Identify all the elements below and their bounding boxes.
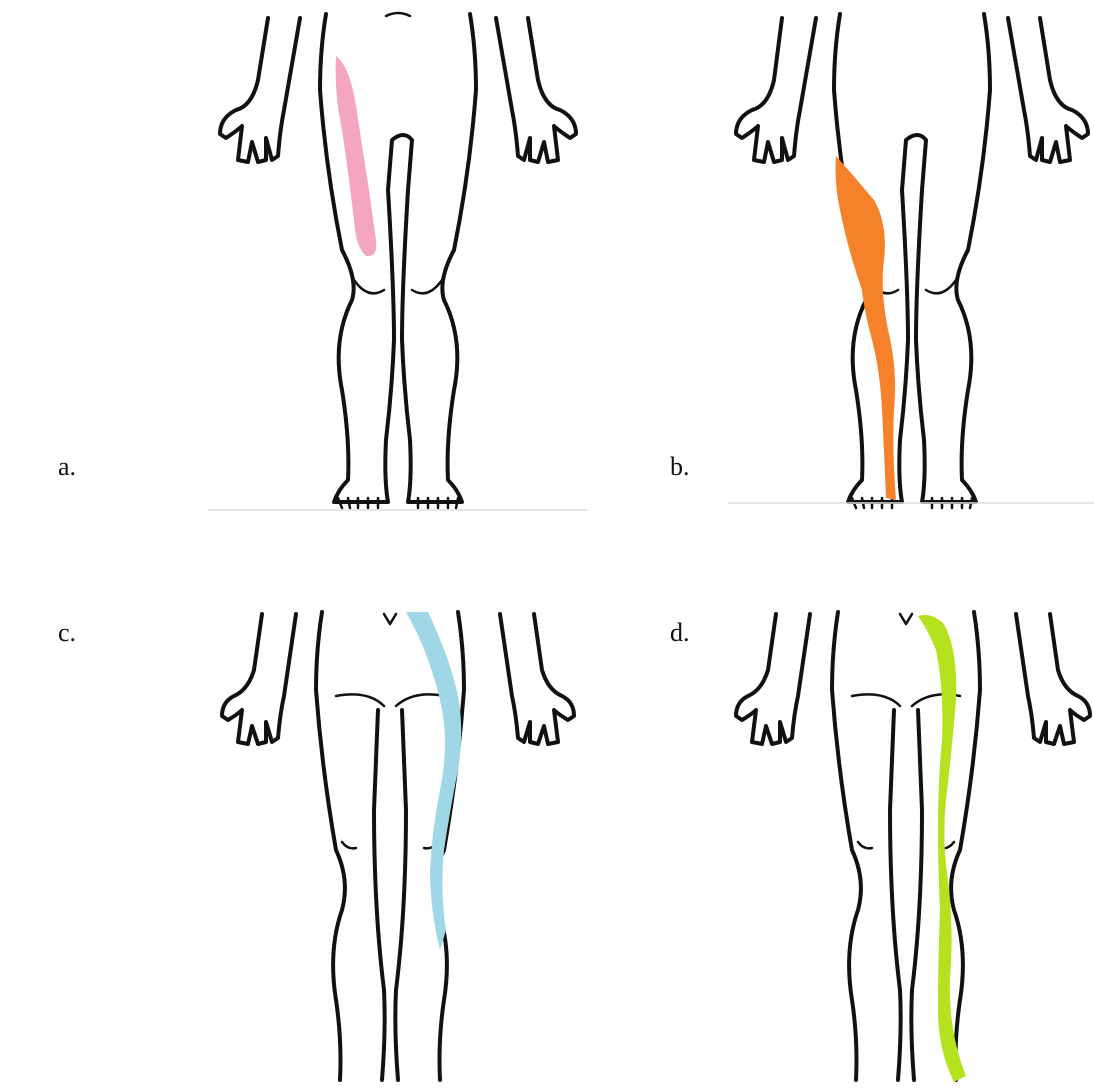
body-figure-back-d <box>732 610 1094 1089</box>
body-figure-back-c <box>218 610 578 1089</box>
highlight-region-a <box>336 56 377 256</box>
body-outline <box>736 14 1088 508</box>
body-figure-front-a <box>208 10 588 515</box>
highlight-region-c <box>406 612 461 950</box>
panel-label-a: a. <box>58 454 76 480</box>
panel-label-c: c. <box>58 620 76 646</box>
body-figure-front-b <box>728 10 1094 515</box>
panel-label-d: d. <box>670 620 690 646</box>
highlight-region-b <box>836 156 897 500</box>
body-outline <box>220 13 576 508</box>
body-outline <box>736 612 1090 1080</box>
body-outline <box>222 612 574 1080</box>
panel-label-b: b. <box>670 454 690 480</box>
